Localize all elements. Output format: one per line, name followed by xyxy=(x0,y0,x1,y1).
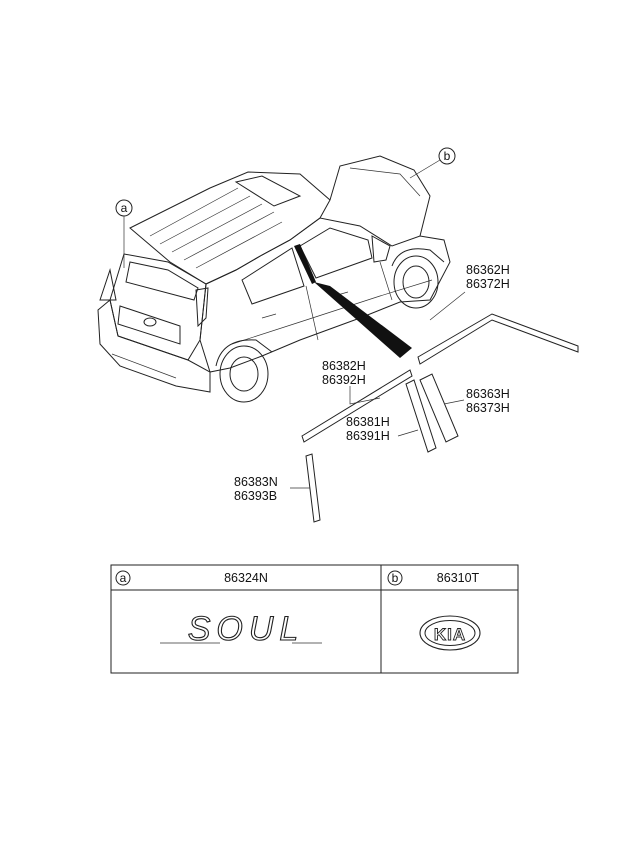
car-illustration xyxy=(97,155,451,403)
label-86383n: 86383N xyxy=(234,475,278,489)
leader-lines xyxy=(290,291,466,489)
molding-86381h xyxy=(405,379,437,453)
part-labels: 86362H 86372H 86382H 86392H 86363H 86373… xyxy=(234,263,510,503)
callout-b: b xyxy=(409,147,456,179)
callout-b-letter: b xyxy=(444,149,451,163)
table-part-86324n: 86324N xyxy=(224,571,268,585)
callout-a-letter: a xyxy=(121,201,128,215)
label-86393b: 86393B xyxy=(234,489,277,503)
label-86372h: 86372H xyxy=(466,277,510,291)
soul-emblem: SOUL xyxy=(160,609,322,649)
molding-86383n xyxy=(305,453,321,523)
table-part-86310t: 86310T xyxy=(437,571,480,585)
callout-a: a xyxy=(115,199,133,268)
kia-emblem-text: KIA xyxy=(434,625,466,644)
table-letter-a: a xyxy=(120,571,127,585)
kia-emblem: KIA xyxy=(419,615,481,651)
table-letter-b: b xyxy=(392,571,399,585)
label-86381h: 86381H xyxy=(346,415,390,429)
molding-86362h xyxy=(417,313,579,365)
molding-parts xyxy=(301,313,579,523)
molding-86363h xyxy=(419,373,459,443)
emblem-table: a 86324N b 86310T SOUL KIA xyxy=(110,564,519,674)
molding-86382h xyxy=(301,369,413,443)
soul-emblem-text: SOUL xyxy=(188,610,305,648)
label-86392h: 86392H xyxy=(322,373,366,387)
label-86363h: 86363H xyxy=(466,387,510,401)
label-86373h: 86373H xyxy=(466,401,510,415)
label-86362h: 86362H xyxy=(466,263,510,277)
label-86391h: 86391H xyxy=(346,429,390,443)
label-86382h: 86382H xyxy=(322,359,366,373)
